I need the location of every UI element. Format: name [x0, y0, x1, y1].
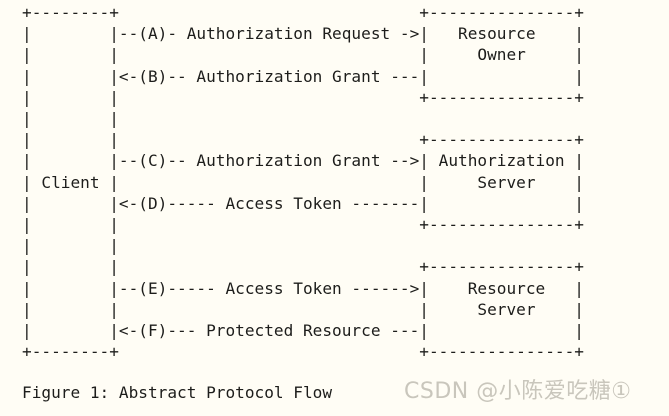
figure-caption: Figure 1: Abstract Protocol Flow — [22, 383, 333, 402]
csdn-watermark: CSDN @小陈爱吃糖① — [404, 379, 632, 404]
oauth-abstract-protocol-flow-diagram: +--------+ +---------------+ | |--(A)- A… — [22, 3, 584, 362]
